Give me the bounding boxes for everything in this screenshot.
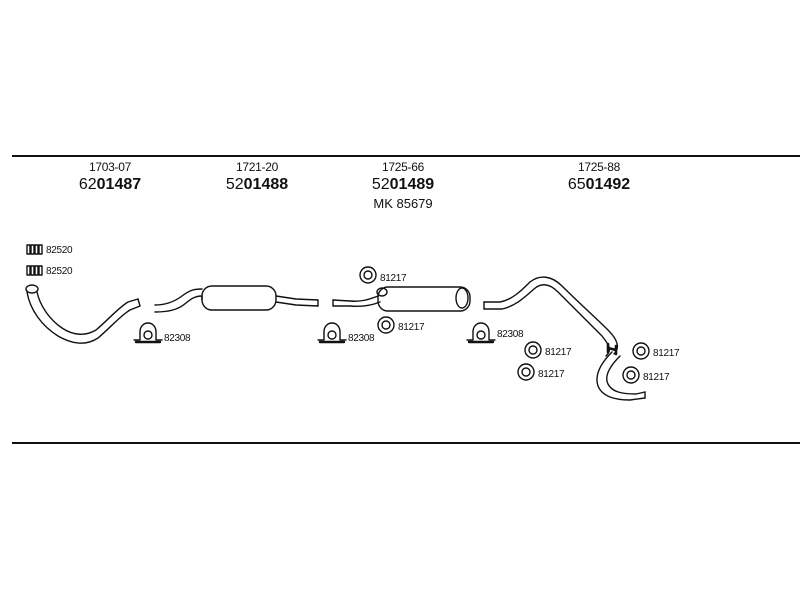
front-muffler-drawing [154, 285, 319, 313]
part-header-middle-muffler: 1725-66 5201489 MK 85679 [372, 160, 434, 211]
top-divider-line [12, 155, 800, 157]
gasket-label: 82520 [46, 245, 73, 256]
rubber-ring-icon [517, 363, 535, 381]
clamp-label: 82308 [497, 329, 524, 340]
gasket-icon [26, 265, 43, 276]
rubber-ring-label: 81217 [398, 322, 425, 333]
bottom-divider-line [12, 442, 800, 444]
part-number: 5201489 [371, 176, 435, 193]
rubber-ring-label: 81217 [653, 348, 680, 359]
part-code: 1725-66 [382, 160, 424, 174]
part-number: 5201488 [225, 176, 289, 193]
part-header-front-pipe: 1703-07 6201487 [79, 160, 141, 194]
gasket-icon [26, 244, 43, 255]
part-number: 6501492 [567, 176, 631, 193]
rubber-ring-icon [359, 266, 377, 284]
mounting-kit-number: MK 85679 [373, 196, 433, 211]
clamp-label: 82308 [348, 333, 375, 344]
part-code: 1725-88 [578, 160, 620, 174]
rubber-ring-label: 81217 [538, 369, 565, 380]
rubber-ring-icon [632, 342, 650, 360]
part-code: 1703-07 [89, 160, 131, 174]
rubber-ring-icon [377, 316, 395, 334]
rubber-ring-icon [524, 341, 542, 359]
rubber-ring-icon [622, 366, 640, 384]
gasket-label: 82520 [46, 266, 73, 277]
part-number: 6201487 [78, 176, 142, 193]
clamp-icon [133, 322, 163, 344]
part-header-tail-pipe: 1725-88 6501492 [568, 160, 630, 194]
clamp-icon [317, 322, 347, 344]
middle-muffler-drawing [332, 286, 471, 312]
rubber-ring-label: 81217 [545, 347, 572, 358]
clamp-icon [466, 322, 496, 344]
clamp-label: 82308 [164, 333, 191, 344]
rubber-ring-label: 81217 [643, 372, 670, 383]
part-code: 1721-20 [236, 160, 278, 174]
tail-pipe-drawing [483, 276, 646, 401]
rubber-ring-label: 81217 [380, 273, 407, 284]
part-header-front-muffler: 1721-20 5201488 [226, 160, 288, 194]
front-pipe-drawing [25, 284, 141, 344]
